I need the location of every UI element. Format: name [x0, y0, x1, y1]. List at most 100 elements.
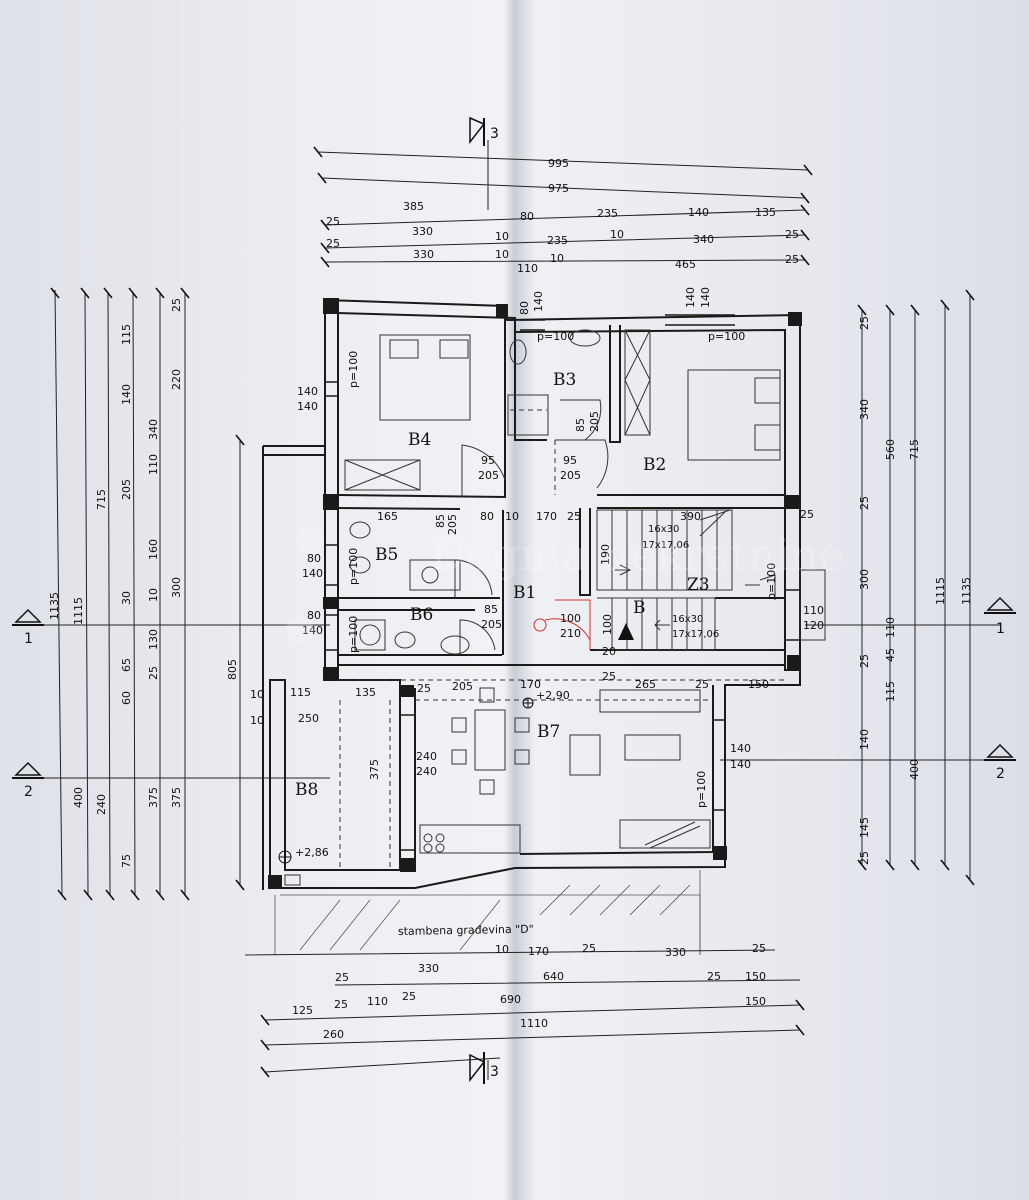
svg-text:10: 10 — [495, 248, 509, 261]
svg-text:715: 715 — [95, 489, 108, 510]
section-marker-left-1 — [12, 608, 44, 626]
room-b1: B1 — [513, 583, 536, 603]
svg-text:220: 220 — [170, 369, 183, 390]
svg-text:80: 80 — [518, 301, 531, 315]
svg-text:95: 95 — [563, 454, 577, 467]
svg-text:25: 25 — [567, 510, 581, 523]
watermark-text: Dogma nekretnine — [430, 530, 844, 581]
svg-text:240: 240 — [95, 794, 108, 815]
svg-text:60: 60 — [120, 691, 133, 705]
entrance-marker — [618, 623, 634, 640]
svg-text:140: 140 — [297, 385, 318, 398]
room-z3: Z3 — [687, 575, 710, 595]
svg-text:16x30: 16x30 — [672, 614, 703, 625]
svg-text:25: 25 — [326, 215, 340, 228]
svg-text:110: 110 — [517, 262, 538, 275]
room-b: B — [633, 598, 646, 618]
svg-text:95: 95 — [481, 454, 495, 467]
svg-text:p=100: p=100 — [765, 563, 778, 600]
level-b8: +2,86 — [295, 846, 329, 859]
section-label-right-2: 2 — [996, 766, 1005, 782]
svg-text:p=100: p=100 — [347, 616, 360, 653]
svg-text:25: 25 — [785, 253, 799, 266]
section-marker-left-2 — [12, 761, 44, 779]
svg-text:140: 140 — [302, 624, 323, 637]
dimension-top: 995 975 385 80 235 140 135 25 330 10 235… — [326, 157, 799, 275]
svg-text:340: 340 — [858, 399, 871, 420]
svg-text:385: 385 — [403, 200, 424, 213]
room-b3: B3 — [553, 370, 576, 390]
svg-text:140: 140 — [684, 287, 697, 308]
svg-text:10: 10 — [505, 510, 519, 523]
section-label-left-1: 1 — [24, 631, 33, 647]
svg-text:190: 190 — [599, 544, 612, 565]
svg-text:65: 65 — [120, 658, 133, 672]
svg-text:1115: 1115 — [934, 577, 947, 605]
svg-text:205: 205 — [588, 411, 601, 432]
neighbor-hatch — [274, 870, 701, 955]
room-b6: B6 — [410, 605, 433, 625]
dimension-bottom: 10 170 25 330 25 25 330 640 25 150 125 2… — [292, 942, 766, 1041]
svg-text:465: 465 — [675, 258, 696, 271]
section-label-right-1: 1 — [996, 621, 1005, 637]
watermark: Dogma nekretnine — [286, 526, 844, 644]
svg-text:400: 400 — [908, 759, 921, 780]
svg-text:145: 145 — [858, 817, 871, 838]
svg-text:260: 260 — [323, 1028, 344, 1041]
svg-text:25: 25 — [707, 970, 721, 983]
svg-text:170: 170 — [520, 678, 541, 691]
svg-text:140: 140 — [302, 567, 323, 580]
svg-text:10: 10 — [495, 943, 509, 956]
svg-text:p=100: p=100 — [347, 351, 360, 388]
svg-text:165: 165 — [377, 510, 398, 523]
svg-text:25: 25 — [335, 971, 349, 984]
svg-text:10: 10 — [250, 714, 264, 727]
svg-text:1135: 1135 — [48, 592, 61, 620]
svg-text:205: 205 — [120, 479, 133, 500]
svg-text:240: 240 — [416, 750, 437, 763]
svg-text:250: 250 — [298, 712, 319, 725]
svg-text:30: 30 — [120, 591, 133, 605]
section-label-bottom: 3 — [490, 1064, 499, 1080]
svg-text:110: 110 — [367, 995, 388, 1008]
svg-text:130: 130 — [147, 629, 160, 650]
svg-text:375: 375 — [170, 787, 183, 808]
svg-text:25: 25 — [858, 496, 871, 510]
section-label-left-2: 2 — [24, 784, 33, 800]
svg-text:330: 330 — [418, 962, 439, 975]
svg-text:115: 115 — [290, 686, 311, 699]
svg-text:205: 205 — [560, 469, 581, 482]
svg-text:140: 140 — [688, 206, 709, 219]
room-b8: B8 — [295, 780, 318, 800]
section-label-top: 3 — [490, 126, 499, 142]
svg-text:375: 375 — [147, 787, 160, 808]
svg-text:140: 140 — [532, 291, 545, 312]
svg-text:100: 100 — [601, 614, 614, 635]
svg-text:805: 805 — [226, 659, 239, 680]
room-b4: B4 — [408, 430, 431, 450]
svg-text:240: 240 — [416, 765, 437, 778]
svg-text:115: 115 — [884, 681, 897, 702]
svg-text:115: 115 — [120, 324, 133, 345]
svg-text:p=100: p=100 — [537, 330, 574, 343]
svg-text:330: 330 — [665, 946, 686, 959]
svg-text:80: 80 — [307, 609, 321, 622]
svg-text:10: 10 — [250, 688, 264, 701]
svg-text:1110: 1110 — [520, 1017, 548, 1030]
svg-text:25: 25 — [582, 942, 596, 955]
dimension-ticks — [50, 146, 975, 1078]
dashed-lines — [338, 409, 785, 870]
section-marker-top — [469, 116, 486, 146]
dimension-left: 1135 1115 400 715 240 140 205 30 65 60 7… — [48, 298, 239, 868]
svg-text:340: 340 — [147, 419, 160, 440]
dimension-interior: 165 85 205 80 10 170 25 390 25 190 100 2… — [250, 287, 824, 780]
svg-text:375: 375 — [368, 759, 381, 780]
svg-text:995: 995 — [548, 157, 569, 170]
svg-text:135: 135 — [355, 686, 376, 699]
svg-text:300: 300 — [858, 569, 871, 590]
svg-text:25: 25 — [695, 678, 709, 691]
svg-text:300: 300 — [170, 577, 183, 598]
svg-text:1115: 1115 — [72, 597, 85, 625]
svg-text:110: 110 — [147, 454, 160, 475]
